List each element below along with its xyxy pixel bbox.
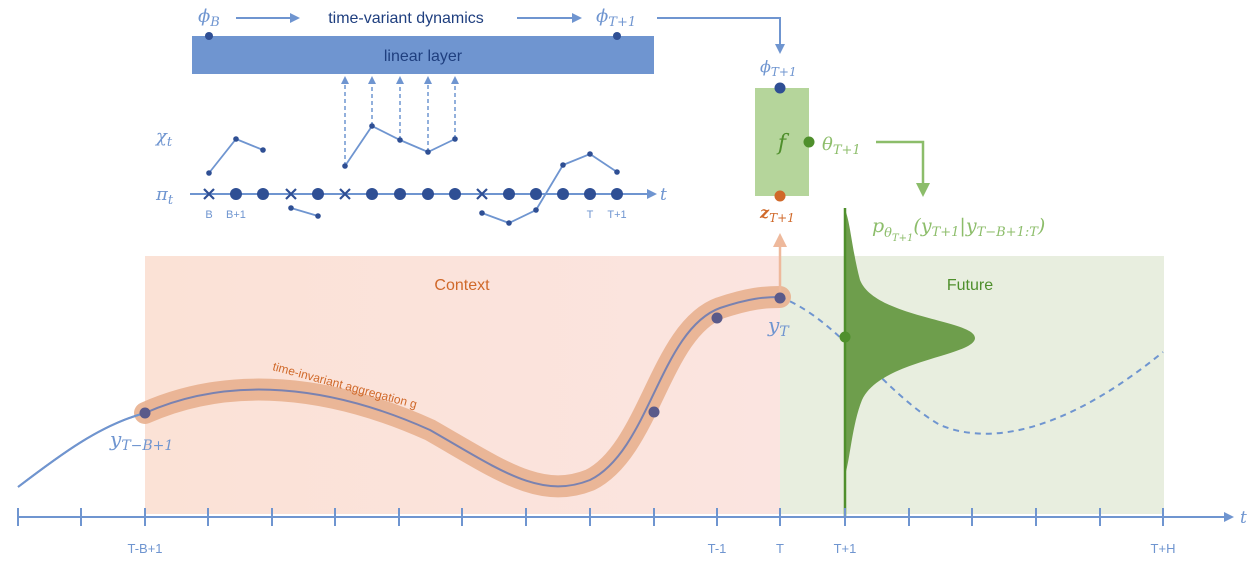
main-axis-ticks [17,508,1164,526]
tick-label-t-1: T-1 [708,541,727,556]
y-tb1-label: yT−B+1 [109,427,173,454]
dynamics-label: time-variant dynamics [328,10,484,27]
tick-label-t1: T+1 [834,541,857,556]
pi-label: πt [155,184,174,208]
future-region [780,256,1164,514]
pi-cross-markers [203,188,488,200]
phi-b-label: ϕB [198,6,220,30]
model-theta-dot [803,136,815,148]
model-box [755,88,809,196]
y-t-label: yT [767,313,790,340]
arrow-phi-to-model [657,17,785,54]
tick-label-th: T+H [1151,541,1176,556]
chi-segments [206,123,620,226]
point-y-t [774,292,786,304]
linear-layer-label: linear layer [384,48,463,65]
small-tick-b1: B+1 [226,209,246,221]
chi-label: χt [154,126,173,150]
small-tick-t: T [587,209,594,221]
main-axis-t: t [1240,508,1247,528]
series-line-start [17,412,146,488]
distribution-curve [845,210,975,475]
point-t-2 [648,406,660,418]
model-phi-dot [774,82,786,94]
distribution-label: pθT+1(yT+1|yT−B+1:T) [872,215,1045,244]
phi-b-dot [205,32,213,40]
series-line-future [779,296,1164,435]
pi-axis-t: t [660,185,667,205]
tick-label-t: T [776,541,784,556]
arrow-theta-to-dist [876,140,930,197]
phi-t1-label: ϕT+1 [596,6,636,30]
model-z-label: zT+1 [759,203,795,225]
point-t-1 [711,312,723,324]
small-tick-t1: T+1 [607,209,626,221]
pi-markers [230,188,623,200]
model-theta-label: θT+1 [822,134,861,158]
point-y-tb1 [139,407,151,419]
linear-layer-box [192,36,654,74]
model-z-dot [774,190,786,202]
point-t1 [839,331,851,343]
future-label: Future [947,277,993,294]
small-tick-b: B [205,209,212,221]
context-label: Context [434,277,490,294]
tick-label-tb1: T-B+1 [127,541,162,556]
model-phi-label: ϕT+1 [760,57,797,79]
dashed-arrows [341,76,459,166]
phi-t1-dot [613,32,621,40]
